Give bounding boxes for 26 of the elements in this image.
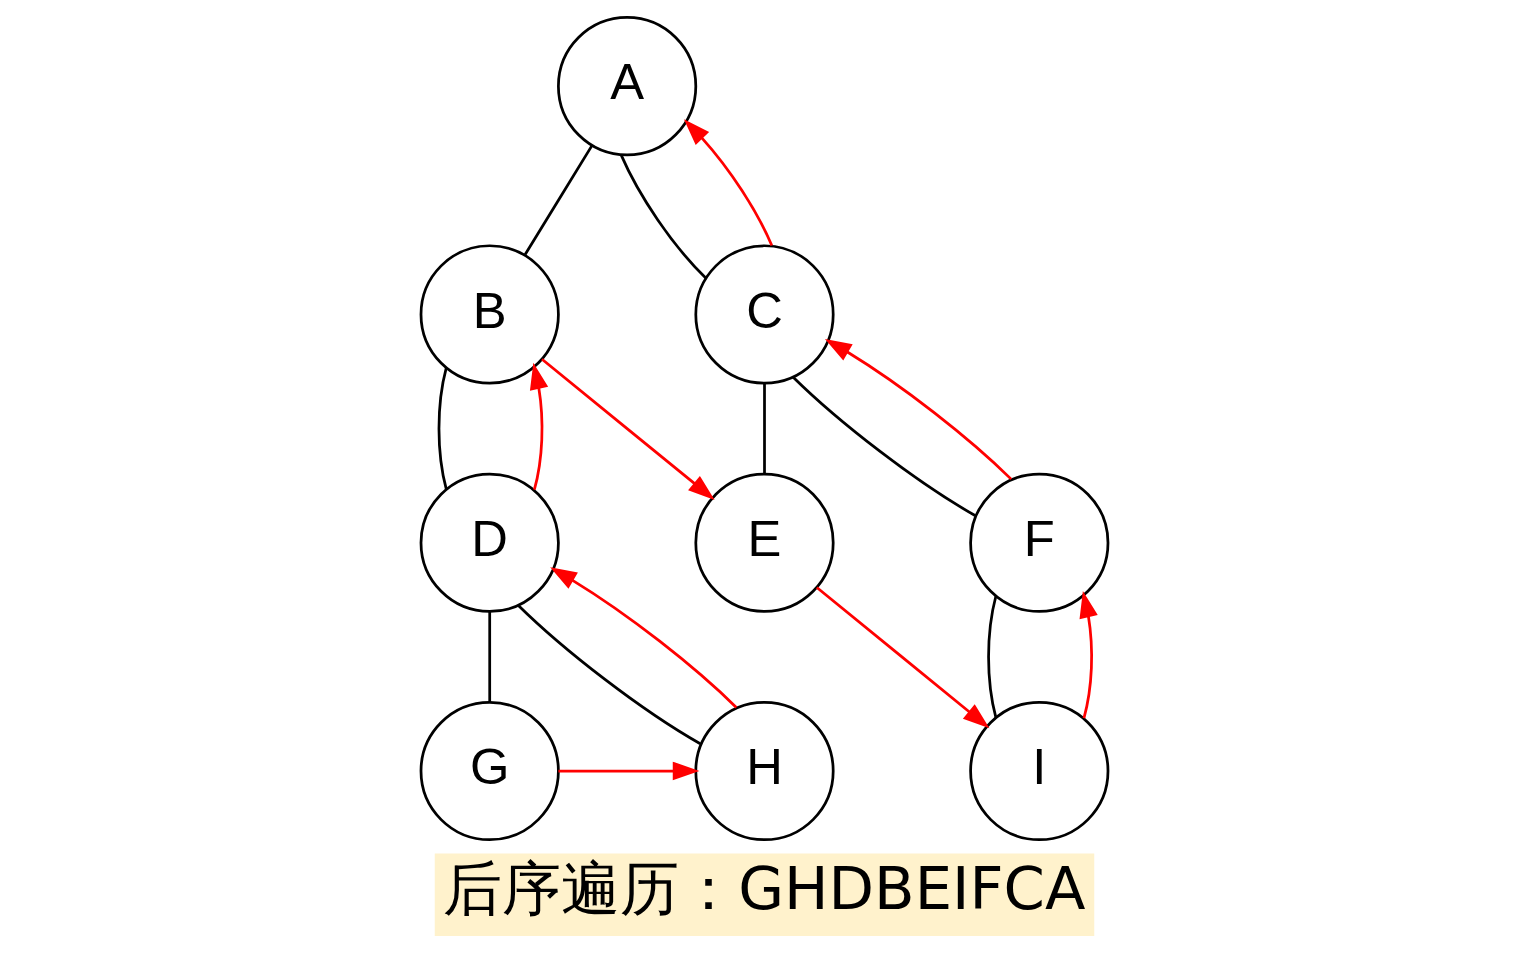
arrow: [550, 566, 738, 708]
node-circle: B: [419, 243, 560, 385]
arrow: [529, 362, 549, 490]
node-circle: G: [419, 700, 560, 841]
node-circle: C: [694, 243, 835, 385]
arrow: [683, 118, 774, 246]
connector: [763, 382, 766, 474]
connector: [437, 367, 448, 490]
arrow: [1079, 590, 1098, 718]
node-circle: A: [557, 15, 698, 156]
node-circle: I: [969, 700, 1110, 841]
arrow: [815, 585, 990, 728]
connector: [619, 153, 707, 279]
node-circle: E: [694, 472, 835, 613]
node-circle: D: [419, 472, 560, 613]
arrow: [541, 357, 715, 500]
connector: [517, 604, 701, 745]
arrow: [558, 761, 700, 780]
node-circle: H: [694, 700, 835, 841]
connector: [987, 595, 998, 718]
connector: [792, 375, 976, 517]
connector: [488, 611, 492, 702]
connector: [523, 144, 594, 255]
arrow: [824, 338, 1013, 480]
node-circle: F: [969, 472, 1110, 613]
caption: 后序遍历：GHDBEIFCA: [443, 853, 1086, 923]
